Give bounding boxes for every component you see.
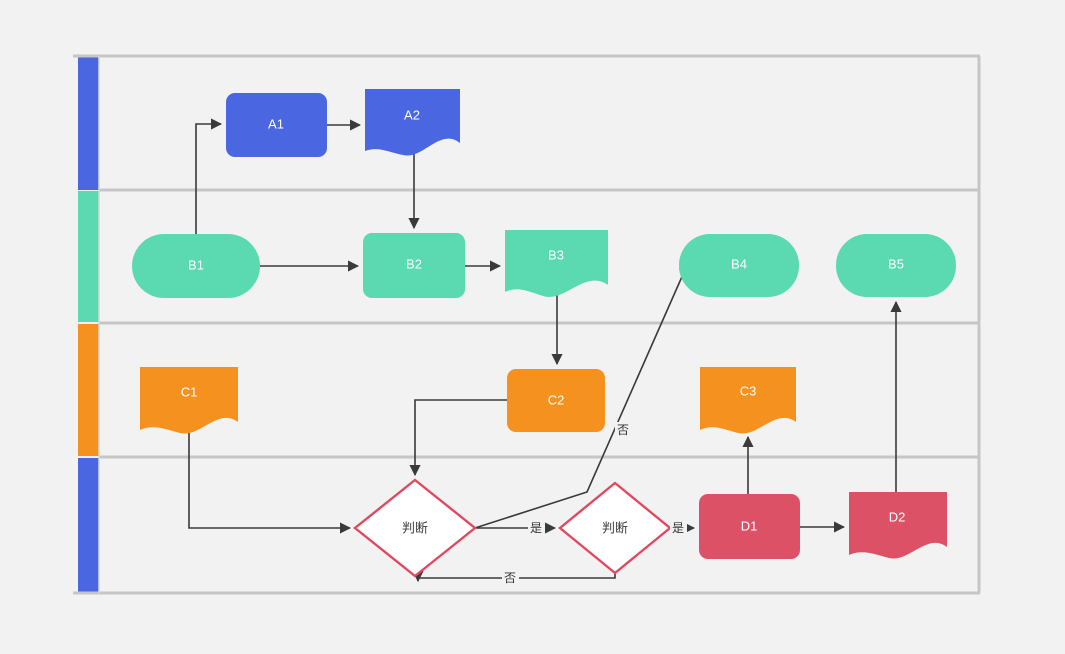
- node-c2-shape: [507, 369, 605, 432]
- node-b5-label: B5: [888, 256, 904, 271]
- edge-label-dec1-b4: 否: [617, 423, 629, 437]
- node-b1-label: B1: [188, 257, 204, 272]
- node-b1[interactable]: B1: [132, 234, 260, 298]
- node-c1-shape: [140, 367, 238, 434]
- node-d1-label: D1: [741, 518, 758, 533]
- edge-label-dec2-d1: 是: [672, 521, 684, 535]
- node-decision-1[interactable]: 判断: [353, 478, 477, 578]
- node-a1-shape: [226, 93, 327, 157]
- node-a2-shape: [365, 89, 460, 156]
- node-c1[interactable]: C1: [140, 367, 238, 434]
- node-b3-label: B3: [548, 247, 564, 262]
- node-d2[interactable]: D2: [849, 492, 947, 559]
- swimlane-group: [73, 54, 981, 595]
- node-d2-label: D2: [889, 509, 906, 524]
- edge-label-dec1-dec2-bg: [528, 520, 545, 537]
- node-decision-2-label: 判断: [602, 520, 628, 535]
- node-c1-label: C1: [181, 384, 198, 399]
- lane-bar-c[interactable]: [78, 324, 99, 456]
- node-d1[interactable]: D1: [699, 494, 800, 559]
- node-d2-shape: [849, 492, 947, 559]
- node-decision-2-shape: [558, 481, 672, 575]
- node-d1-shape: [699, 494, 800, 559]
- edge-group: [188, 118, 902, 583]
- edge-label-dec2-dec1-bg: [502, 570, 519, 587]
- edge-dec1-b4[interactable]: [474, 261, 690, 529]
- node-b2[interactable]: B2: [363, 233, 465, 298]
- node-c2-label: C2: [548, 392, 565, 407]
- node-a1-label: A1: [268, 116, 284, 131]
- node-decision-1-shape: [353, 478, 477, 578]
- node-c3-label: C3: [740, 383, 757, 398]
- node-c2[interactable]: C2: [507, 369, 605, 432]
- edge-c2-dec1[interactable]: [409, 399, 507, 477]
- node-decision-2[interactable]: 判断: [558, 481, 672, 575]
- node-b5-shape: [836, 234, 956, 297]
- lane-bar-b[interactable]: [78, 191, 99, 322]
- edge-c1-dec1[interactable]: [188, 430, 352, 534]
- node-a1[interactable]: A1: [226, 93, 327, 157]
- node-b4-label: B4: [731, 256, 747, 271]
- node-c3-shape: [700, 367, 796, 434]
- node-b2-label: B2: [406, 256, 422, 271]
- node-b4-shape: [679, 234, 799, 297]
- node-b5[interactable]: B5: [836, 234, 956, 297]
- lane-bar-a[interactable]: [78, 57, 99, 190]
- node-a2[interactable]: A2: [365, 89, 460, 156]
- edge-label-dec1-dec2: 是: [530, 521, 542, 535]
- edge-b1-a1[interactable]: [195, 118, 223, 234]
- edge-label-dec1-b4-bg: [615, 422, 632, 439]
- lane-bar-d[interactable]: [78, 458, 99, 592]
- edge-label-group: 否 是 是 否: [502, 422, 687, 587]
- node-c3[interactable]: C3: [700, 367, 796, 434]
- node-b3-shape: [505, 230, 608, 297]
- edge-label-dec2-d1-bg: [670, 520, 687, 537]
- edge-label-dec2-dec1: 否: [504, 571, 516, 585]
- node-decision-1-label: 判断: [402, 520, 428, 535]
- node-b2-shape: [363, 233, 465, 298]
- node-b3[interactable]: B3: [505, 230, 608, 297]
- node-b4[interactable]: B4: [679, 234, 799, 297]
- node-a2-label: A2: [404, 107, 420, 122]
- node-b1-shape: [132, 234, 260, 298]
